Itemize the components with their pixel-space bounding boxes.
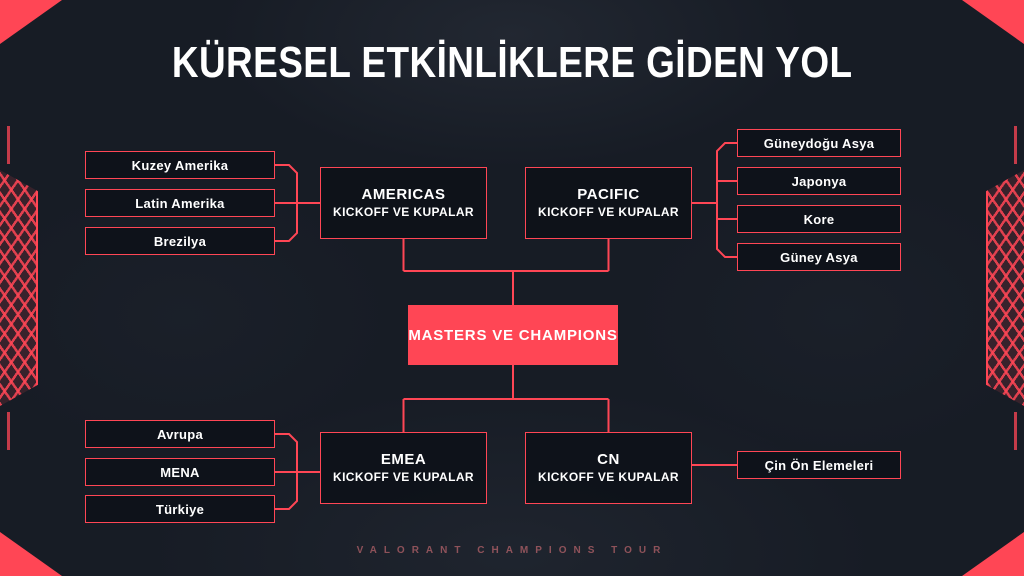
region-kuzey-amerika: Kuzey Amerika	[85, 151, 275, 179]
side-truss-left	[0, 170, 38, 406]
hub-pacific-name: PACIFIC	[577, 185, 640, 203]
region-guneydogu-asya: Güneydoğu Asya	[737, 129, 901, 157]
region-mena: MENA	[85, 458, 275, 486]
edge-rail-right-bottom	[1014, 412, 1017, 450]
hub-americas-subtitle: KICKOFF VE KUPALAR	[333, 205, 474, 220]
edge-rail-left-top	[7, 126, 10, 164]
page-title-text: KÜRESEL ETKİNLİKLERE GİDEN YOL	[171, 38, 853, 87]
hub-cn-subtitle: KICKOFF VE KUPALAR	[538, 470, 679, 485]
hub-pacific: PACIFIC KICKOFF VE KUPALAR	[525, 167, 692, 239]
region-brezilya: Brezilya	[85, 227, 275, 255]
page-title: KÜRESEL ETKİNLİKLERE GİDEN YOL	[0, 38, 1024, 88]
hub-americas-name: AMERICAS	[361, 185, 446, 203]
hub-cn: CN KICKOFF VE KUPALAR	[525, 432, 692, 504]
region-kore: Kore	[737, 205, 901, 233]
masters-ve-champions-box: MASTERS VE CHAMPIONS	[408, 305, 618, 365]
region-japonya: Japonya	[737, 167, 901, 195]
edge-rail-right-top	[1014, 126, 1017, 164]
region-guney-asya: Güney Asya	[737, 243, 901, 271]
hub-cn-name: CN	[597, 450, 620, 468]
footer-wordmark: VALORANT CHAMPIONS TOUR	[356, 545, 668, 556]
hub-emea-subtitle: KICKOFF VE KUPALAR	[333, 470, 474, 485]
edge-rail-left-bottom	[7, 412, 10, 450]
hub-emea-name: EMEA	[380, 450, 427, 468]
region-turkiye: Türkiye	[85, 495, 275, 523]
region-cin-on-elemeleri: Çin Ön Elemeleri	[737, 451, 901, 479]
side-truss-right	[986, 170, 1024, 406]
hub-emea: EMEA KICKOFF VE KUPALAR	[320, 432, 487, 504]
hub-pacific-subtitle: KICKOFF VE KUPALAR	[538, 205, 679, 220]
region-avrupa: Avrupa	[85, 420, 275, 448]
hub-americas: AMERICAS KICKOFF VE KUPALAR	[320, 167, 487, 239]
region-latin-amerika: Latin Amerika	[85, 189, 275, 217]
